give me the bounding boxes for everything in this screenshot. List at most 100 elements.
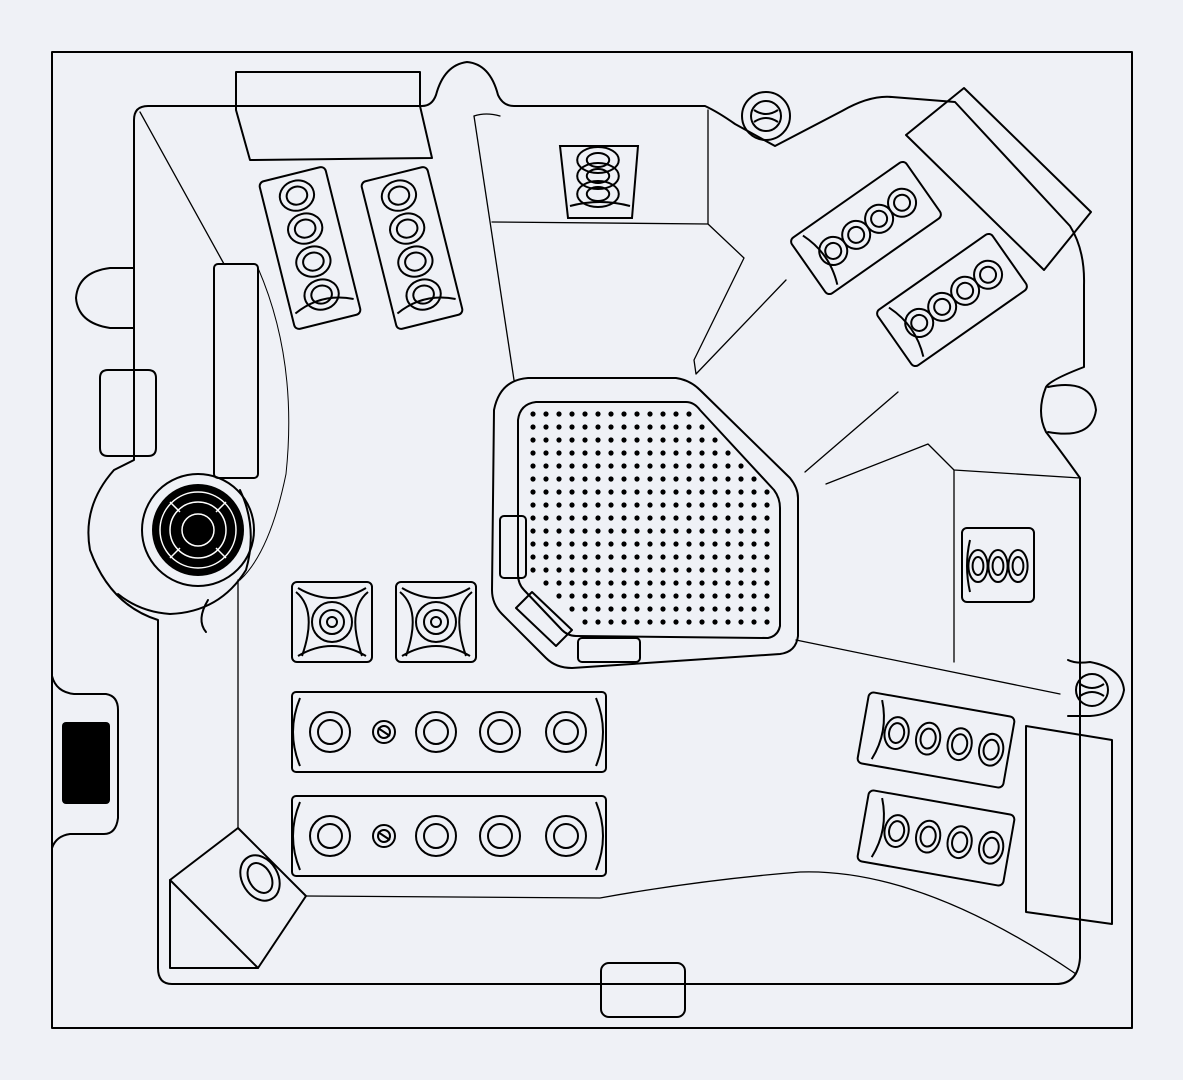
jet-row-right-top-1 (790, 160, 942, 296)
grate-hole (595, 411, 601, 417)
grate-hole (738, 567, 744, 573)
grate-hole (686, 463, 692, 469)
grate-hole (712, 606, 718, 612)
grate-hole (712, 502, 718, 508)
grate-hole (582, 567, 588, 573)
corner-step-diag (169, 879, 259, 969)
grate-hole (530, 554, 536, 560)
grate-hole (764, 567, 770, 573)
grate-hole (621, 489, 627, 495)
grate-hole (556, 424, 562, 430)
grate-hole (751, 567, 757, 573)
grate-hole (595, 502, 601, 508)
grate-hole (660, 502, 666, 508)
grate-hole (699, 502, 705, 508)
grate-hole (569, 593, 575, 599)
grate-hole (660, 528, 666, 534)
grate-hole (582, 554, 588, 560)
grate-hole (647, 606, 653, 612)
cup-holder-inner (246, 862, 274, 894)
grate-hole (673, 502, 679, 508)
grate-hole (699, 567, 705, 573)
grate-hole (738, 593, 744, 599)
grate-hole (699, 606, 705, 612)
grate-hole (712, 580, 718, 586)
grate-hole (686, 437, 692, 443)
grate-hole (556, 411, 562, 417)
grate-hole (660, 476, 666, 482)
grate-hole (764, 502, 770, 508)
grate-hole (699, 463, 705, 469)
grate-hole (634, 424, 640, 430)
contour-line-12 (473, 113, 501, 117)
footwell-inner (517, 401, 781, 639)
grate-hole (621, 554, 627, 560)
grate-hole (621, 424, 627, 430)
grate-hole (660, 554, 666, 560)
grate-hole (543, 554, 549, 560)
grate-hole (647, 411, 653, 417)
grate-hole (634, 502, 640, 508)
grate-hole (647, 476, 653, 482)
grate-hole (712, 450, 718, 456)
grate-hole (686, 567, 692, 573)
grate-hole (751, 515, 757, 521)
footwell-pad-left (499, 515, 527, 579)
grate-hole (608, 619, 614, 625)
grate-hole (582, 502, 588, 508)
grate-hole (530, 502, 536, 508)
grate-hole (686, 593, 692, 599)
grate-hole (660, 489, 666, 495)
grate-hole (686, 619, 692, 625)
grate-hole (764, 489, 770, 495)
grate-hole (556, 463, 562, 469)
grate-hole (582, 580, 588, 586)
grate-hole (764, 619, 770, 625)
grate-hole (686, 411, 692, 417)
grate-hole (634, 606, 640, 612)
contour-line-2 (473, 115, 515, 381)
grate-hole (673, 619, 679, 625)
grate-hole (725, 502, 731, 508)
grate-hole (660, 541, 666, 547)
grate-hole (699, 437, 705, 443)
grate-hole (569, 411, 575, 417)
grate-hole (634, 567, 640, 573)
grate-hole (673, 411, 679, 417)
grate-hole (751, 489, 757, 495)
grate-hole (686, 515, 692, 521)
grate-hole (556, 502, 562, 508)
footwell-pad-corner (515, 591, 573, 647)
grate-hole (595, 580, 601, 586)
grate-hole (725, 515, 731, 521)
grate-hole (608, 515, 614, 521)
grate-hole (569, 489, 575, 495)
grate-hole (699, 580, 705, 586)
grate-hole (712, 463, 718, 469)
grate-hole (530, 567, 536, 573)
grate-hole (543, 515, 549, 521)
grate-hole (647, 554, 653, 560)
grate-hole (647, 619, 653, 625)
grate-hole (530, 489, 536, 495)
contour-line-11 (305, 871, 1077, 975)
grate-hole (621, 580, 627, 586)
grate-hole (543, 502, 549, 508)
grate-hole (530, 437, 536, 443)
grate-hole (530, 541, 536, 547)
grate-hole (725, 554, 731, 560)
grate-hole (556, 437, 562, 443)
grate-hole (608, 450, 614, 456)
jet-row-right-bottom-1 (856, 691, 1016, 789)
grate-hole (647, 515, 653, 521)
grate-hole (751, 502, 757, 508)
grate-hole (608, 606, 614, 612)
grate-hole (673, 450, 679, 456)
grate-hole (595, 554, 601, 560)
grate-hole (621, 567, 627, 573)
headrest-pillow-right-vertical (1025, 725, 1113, 925)
left-bump-top (75, 267, 135, 329)
grate-hole (543, 489, 549, 495)
grate-hole (764, 580, 770, 586)
